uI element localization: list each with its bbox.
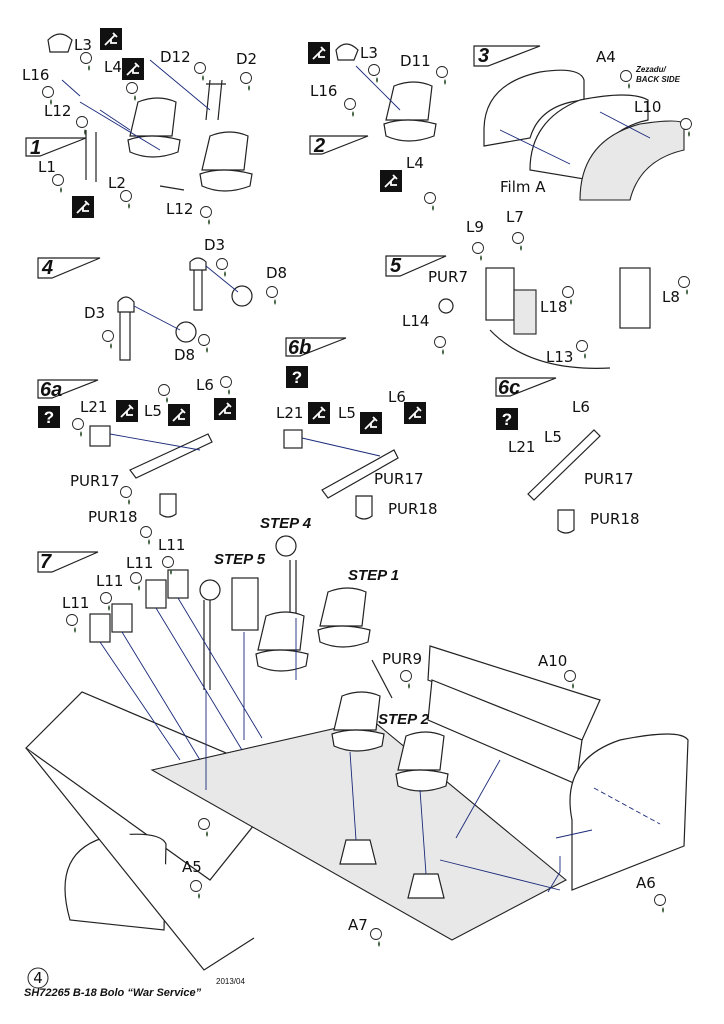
svg-text:L21: L21 — [508, 438, 535, 456]
svg-text:6a: 6a — [40, 379, 62, 401]
svg-text:7: 7 — [40, 551, 52, 573]
svg-text:PUR17: PUR17 — [374, 470, 424, 488]
section-6c: 6c L6 L21 L5 PUR17 PUR18 — [495, 377, 640, 534]
svg-text:L2: L2 — [108, 174, 126, 192]
svg-text:L18: L18 — [540, 298, 567, 316]
footer: 4 2013/04 SH72265 B-18 Bolo “War Service… — [24, 967, 245, 999]
svg-text:A5: A5 — [182, 858, 202, 876]
svg-text:L4: L4 — [104, 58, 122, 76]
bend-icon — [99, 27, 123, 51]
svg-text:Film A: Film A — [500, 178, 546, 196]
svg-text:L6: L6 — [388, 388, 406, 406]
svg-text:A6: A6 — [636, 874, 656, 892]
svg-text:D11: D11 — [400, 52, 431, 70]
svg-text:L6: L6 — [196, 376, 214, 394]
step-number-flag — [25, 137, 87, 157]
svg-text:5: 5 — [390, 255, 402, 277]
svg-text:PUR17: PUR17 — [70, 472, 120, 490]
svg-text:3: 3 — [478, 45, 489, 67]
svg-text:D8: D8 — [174, 346, 195, 364]
svg-text:PUR17: PUR17 — [584, 470, 634, 488]
section-5: 5 L9 L7 PUR7 L18 L14 L13 L8 — [385, 208, 690, 369]
section-1: 1 L3 D12 D2 L16 L4 L12 L1 L2 L12 — [22, 27, 257, 226]
svg-text:L8: L8 — [662, 288, 680, 306]
svg-text:L11: L11 — [126, 554, 153, 572]
svg-text:Zezadu/: Zezadu/ — [635, 65, 667, 74]
svg-text:L21: L21 — [80, 398, 107, 416]
page-number: 4 — [33, 969, 43, 987]
section-4: 4 D3 D8 D3 D8 — [37, 236, 287, 364]
svg-text:L1: L1 — [38, 158, 56, 176]
svg-text:L10: L10 — [634, 98, 661, 116]
svg-text:D3: D3 — [204, 236, 225, 254]
svg-text:D12: D12 — [160, 48, 191, 66]
svg-text:L12: L12 — [44, 102, 71, 120]
svg-text:D8: D8 — [266, 264, 287, 282]
svg-text:L3: L3 — [74, 36, 92, 54]
section-6a: 6a L6 L21 L5 PUR17 PUR18 — [37, 376, 237, 546]
question-icon — [38, 406, 60, 428]
svg-text:A4: A4 — [596, 48, 616, 66]
svg-text:A10: A10 — [538, 652, 567, 670]
svg-text:D3: D3 — [84, 304, 105, 322]
svg-text:STEP 5: STEP 5 — [214, 551, 266, 568]
svg-text:L5: L5 — [144, 402, 162, 420]
page-number-circle — [27, 967, 49, 989]
svg-text:L11: L11 — [96, 572, 123, 590]
svg-text:L14: L14 — [402, 312, 429, 330]
svg-text:PUR9: PUR9 — [382, 650, 422, 668]
svg-text:BACK SIDE: BACK SIDE — [636, 75, 681, 84]
svg-text:L5: L5 — [338, 404, 356, 422]
svg-text:A7: A7 — [348, 916, 368, 934]
footer-date: 2013/04 — [216, 977, 245, 986]
svg-text:L7: L7 — [506, 208, 524, 226]
svg-text:L21: L21 — [276, 404, 303, 422]
svg-text:L12: L12 — [166, 200, 193, 218]
svg-text:PUR18: PUR18 — [590, 510, 640, 528]
section-7: 7 L11 L11 L11 L11 — [25, 515, 689, 971]
svg-text:L4: L4 — [406, 154, 424, 172]
svg-text:STEP 1: STEP 1 — [348, 567, 399, 584]
svg-text:6b: 6b — [288, 337, 311, 359]
svg-text:6c: 6c — [498, 377, 520, 399]
svg-text:L16: L16 — [310, 82, 337, 100]
svg-text:PUR18: PUR18 — [88, 508, 138, 526]
svg-text:D2: D2 — [236, 50, 257, 68]
svg-text:PUR7: PUR7 — [428, 268, 468, 286]
svg-text:2: 2 — [313, 135, 325, 157]
svg-text:STEP 4: STEP 4 — [260, 515, 312, 532]
svg-text:L9: L9 — [466, 218, 484, 236]
step-number: 1 — [30, 137, 41, 159]
section-3: 3 A4 Zezadu/ BACK SIDE L10 Film A — [473, 45, 692, 201]
footer-title: SH72265 B-18 Bolo “War Service” — [24, 987, 202, 999]
svg-text:L3: L3 — [360, 44, 378, 62]
svg-text:4: 4 — [41, 257, 53, 279]
section-2: 2 L3 D11 L16 L4 — [307, 41, 448, 212]
svg-text:L11: L11 — [62, 594, 89, 612]
svg-text:L13: L13 — [546, 348, 573, 366]
svg-text:L11: L11 — [158, 536, 185, 554]
svg-text:L16: L16 — [22, 66, 49, 84]
section-6b: 6b L21 L5 L6 PUR17 PUR18 — [276, 337, 438, 520]
svg-text:L5: L5 — [544, 428, 562, 446]
svg-text:STEP 2: STEP 2 — [378, 711, 430, 728]
svg-text:PUR18: PUR18 — [388, 500, 438, 518]
svg-text:L6: L6 — [572, 398, 590, 416]
